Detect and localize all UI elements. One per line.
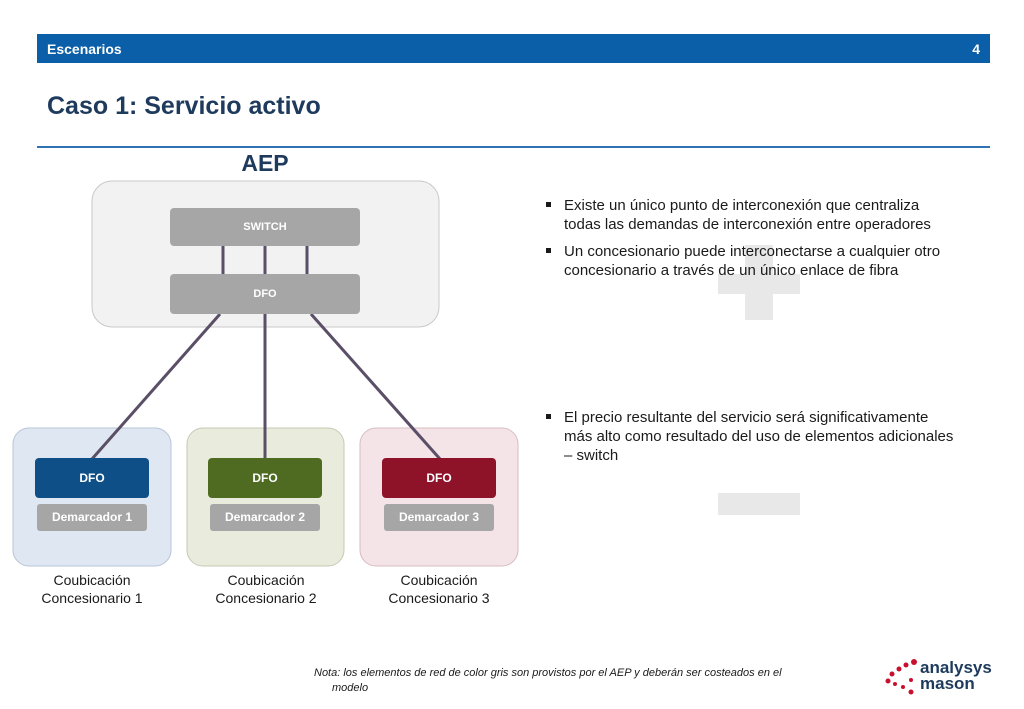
pros-item-1-line1: Existe un único punto de interconexión q…: [564, 197, 920, 214]
aep-label: AEP: [241, 150, 289, 176]
concessionaire-2-caption: Coubicación Concesionario 2: [186, 571, 346, 607]
pros-item-1: Existe un único punto de interconexión q…: [546, 196, 981, 234]
plus-sign-vertical: [745, 245, 773, 320]
concessionaire-2-caption-line1: Coubicación: [227, 572, 305, 588]
minus-sign: [718, 493, 800, 515]
fiber-link-1: [90, 313, 222, 460]
page-number: 4: [972, 41, 980, 57]
aep-dfo-label: DFO: [253, 288, 277, 300]
pros-item-2-line2: concesionario a través de un único enlac…: [564, 262, 899, 279]
switch-box: SWITCH: [170, 208, 360, 246]
concessionaire-2-caption-line2: Concesionario 2: [215, 590, 317, 606]
cons-item-1-line1: El precio resultante del servicio será s…: [564, 409, 929, 426]
logo-text: analysys mason: [920, 658, 992, 693]
concessionaire-1-dfo-label: DFO: [79, 471, 105, 485]
demarcator-2: Demarcador 2: [210, 504, 320, 531]
demarcator-3-label: Demarcador 3: [398, 510, 480, 524]
footnote-line2: modelo: [332, 682, 369, 694]
demarcator-1-label: Demarcador 1: [51, 510, 133, 524]
demarcator-1: Demarcador 1: [37, 504, 147, 531]
demarcator-3: Demarcador 3: [384, 504, 494, 531]
analysys-mason-logo: analysys mason: [884, 658, 994, 698]
concessionaire-3-caption-line2: Concesionario 3: [388, 590, 490, 606]
concessionaire-2-dfo-label: DFO: [252, 471, 278, 485]
cons-item-1-line3: – switch: [564, 447, 619, 464]
pros-item-2-line1: Un concesionario puede interconectarse a…: [564, 243, 941, 260]
pros-list: Existe un único punto de interconexión q…: [546, 196, 981, 288]
concessionaire-3-caption-line1: Coubicación: [400, 572, 478, 588]
concessionaire-3-dfo-label: DFO: [426, 471, 452, 485]
concessionaire-3-caption: Coubicación Concesionario 3: [359, 571, 519, 607]
header-bar: Escenarios 4: [37, 34, 990, 63]
concessionaire-1-caption: Coubicación Concesionario 1: [12, 571, 172, 607]
fiber-link-3: [309, 313, 442, 460]
section-label: Escenarios: [47, 41, 122, 57]
concessionaire-3-dfo: DFO: [382, 458, 496, 498]
demarcator-2-label: Demarcador 2: [224, 510, 306, 524]
footnote-line1: Nota: los elementos de red de color gris…: [314, 667, 782, 679]
switch-label: SWITCH: [243, 221, 287, 233]
cons-list: El precio resultante del servicio será s…: [546, 408, 981, 473]
concessionaire-1-dfo: DFO: [35, 458, 149, 498]
footnote: Nota: los elementos de red de color gris…: [314, 666, 834, 696]
title-divider: [37, 146, 990, 148]
aep-dfo-box: DFO: [170, 274, 360, 314]
cons-item-1-line2: más alto como resultado del uso de eleme…: [564, 428, 954, 445]
slide-title: Caso 1: Servicio activo: [47, 92, 321, 120]
concessionaire-1-caption-line2: Concesionario 1: [41, 590, 143, 606]
logo-text-line1: analysys: [920, 658, 992, 677]
concessionaire-1-caption-line1: Coubicación: [53, 572, 131, 588]
cons-item-1: El precio resultante del servicio será s…: [546, 408, 981, 465]
logo-dots-icon: [885, 659, 917, 695]
concessionaire-2-dfo: DFO: [208, 458, 322, 498]
logo-text-line2: mason: [920, 674, 975, 693]
pros-item-1-line2: todas las demandas de interconexión entr…: [564, 216, 931, 233]
pros-item-2: Un concesionario puede interconectarse a…: [546, 242, 981, 280]
